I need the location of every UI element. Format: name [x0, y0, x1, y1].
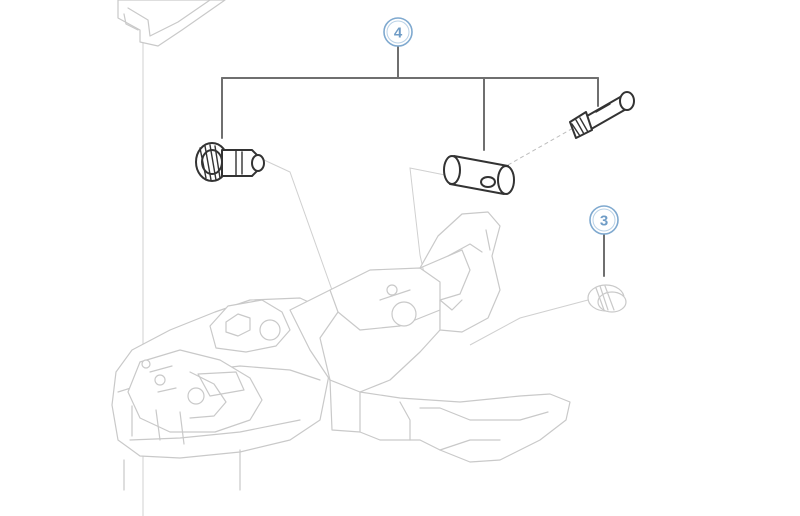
callout-4-bracket — [221, 45, 605, 277]
upper-housing-fragment — [117, 0, 226, 47]
plug-cap-part — [587, 284, 627, 313]
callout-3: 3 — [589, 205, 619, 235]
callout-4: 4 — [383, 17, 413, 47]
shifter-assembly — [111, 211, 571, 491]
callout-4-number: 4 — [394, 25, 403, 42]
callout-3-number: 3 — [600, 213, 608, 230]
cylinder-pin-part — [443, 155, 515, 195]
leader-lines — [263, 126, 589, 346]
screw-part — [569, 91, 635, 139]
threaded-pin-part — [195, 142, 265, 182]
